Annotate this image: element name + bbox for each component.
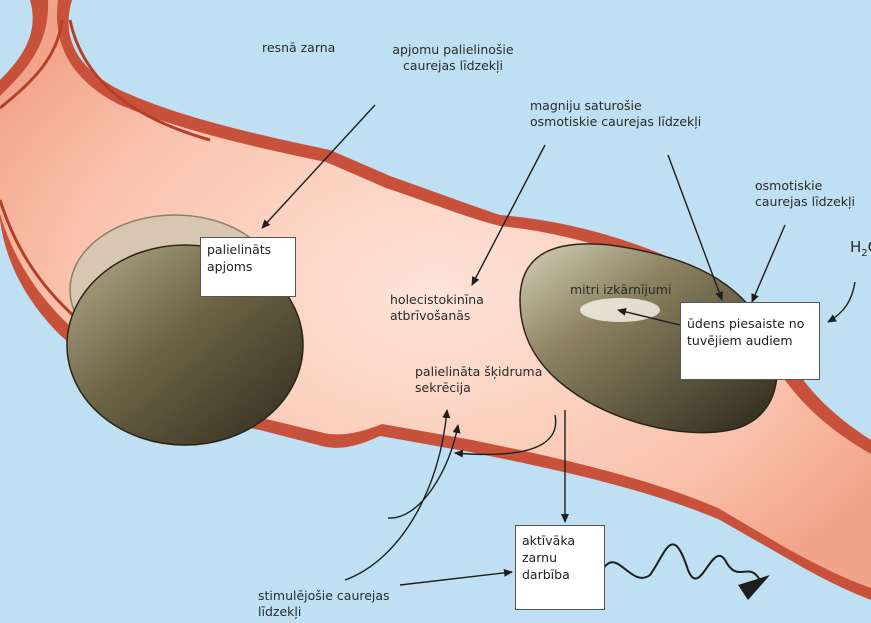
label-colon: resnā zarna — [262, 40, 335, 56]
label-fluid-secretion: palielināta šķidruma sekrēcija — [415, 364, 542, 396]
box-increased-volume-line1: palielināts — [207, 241, 289, 258]
box-active-bowel-line2: zarnu — [522, 549, 598, 566]
box-active-bowel-line3: darbība — [522, 566, 598, 583]
label-osmotic-laxatives: osmotiskie caurejas līdzekļi — [755, 178, 855, 210]
label-magnesium-line2: osmotiskie caurejas līdzekļi — [530, 114, 701, 130]
arrow-h2o-to-water — [828, 282, 855, 322]
h2o-o: O — [868, 238, 871, 256]
label-stimulant-line2: līdzekļi — [258, 604, 390, 620]
label-cck-line2: atbrīvošanās — [390, 308, 484, 324]
label-magnesium-laxatives: magniju saturošie osmotiskie caurejas lī… — [530, 98, 701, 130]
label-stimulant-line1: stimulējošie caurejas — [258, 588, 390, 604]
label-osmotic-line1: osmotiskie — [755, 178, 855, 194]
label-bulk-laxatives: apjomu palielinošie caurejas līdzekļi — [378, 42, 528, 74]
label-magnesium-line1: magniju saturošie — [530, 98, 701, 114]
arrow-osmotic-to-water — [752, 225, 785, 302]
label-cck-line1: holecistokinīna — [390, 292, 484, 308]
label-wet-stool: mitri izkārnījumi — [570, 282, 671, 298]
label-osmotic-line2: caurejas līdzekļi — [755, 194, 855, 210]
label-stimulant-laxatives: stimulējošie caurejas līdzekļi — [258, 588, 390, 620]
peristalsis-arrowhead — [738, 575, 770, 600]
box-active-bowel: aktīvāka zarnu darbība — [515, 525, 605, 610]
label-fluid-secretion-line1: palielināta šķidruma — [415, 364, 542, 380]
label-fluid-secretion-line2: sekrēcija — [415, 380, 542, 396]
box-water-retention-line2: tuvējiem audiem — [687, 332, 813, 349]
peristalsis-wave — [600, 544, 760, 580]
box-increased-volume-line2: apjoms — [207, 258, 289, 275]
label-bulk-laxatives-line1: apjomu palielinošie — [378, 42, 528, 58]
box-active-bowel-line1: aktīvāka — [522, 532, 598, 549]
arrow-stimulant-to-active-bowel — [400, 572, 512, 585]
box-increased-volume: palielināts apjoms — [200, 237, 296, 297]
box-water-retention: ūdens piesaiste no tuvējiem audiem — [680, 302, 820, 380]
box-water-retention-line1: ūdens piesaiste no — [687, 315, 813, 332]
label-cck-release: holecistokinīna atbrīvošanās — [390, 292, 484, 324]
h2o-h: H — [850, 238, 861, 256]
label-bulk-laxatives-line2: caurejas līdzekļi — [378, 58, 528, 74]
label-water-molecule: H2O — [850, 238, 871, 259]
